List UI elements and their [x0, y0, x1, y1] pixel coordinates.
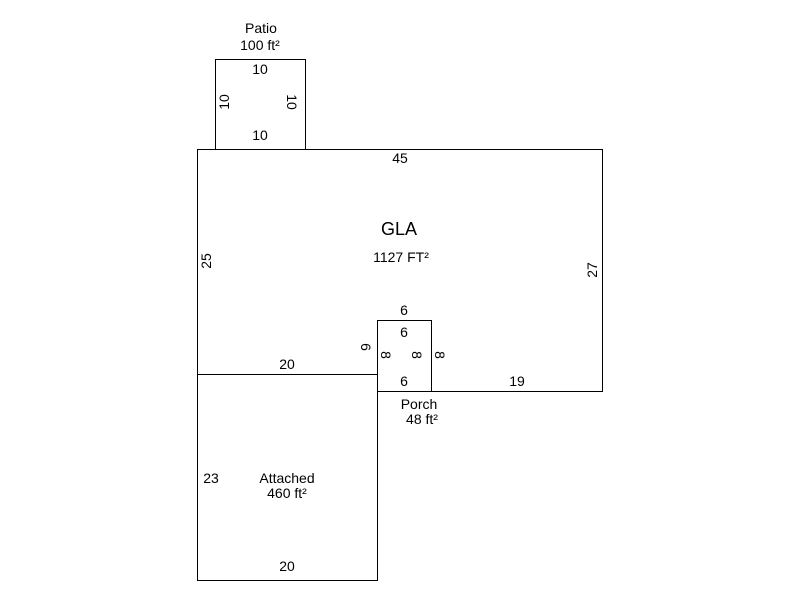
gla-right-dimension: 27 [584, 262, 600, 278]
patio-area-label: 100 ft² [240, 37, 280, 53]
porch-area-label: 48 ft² [406, 411, 438, 427]
attached-area[interactable] [197, 374, 378, 581]
patio-right-dimension: 10 [284, 94, 300, 110]
attached-left-dimension: 23 [203, 470, 219, 486]
patio-name-label: Patio [245, 20, 277, 36]
gla-notch-left-dimension: 6 [358, 343, 374, 351]
porch-right-dimension: 8 [409, 351, 425, 359]
patio-left-dimension: 10 [216, 94, 232, 110]
gla-name-label: GLA [381, 219, 417, 239]
patio-top-dimension: 10 [252, 61, 268, 77]
gla-top-dimension: 45 [392, 150, 408, 166]
gla-bottom-left-dimension: 20 [279, 356, 295, 372]
porch-outline [377, 320, 432, 392]
porch-bottom-dimension: 6 [400, 373, 408, 389]
porch-area[interactable] [377, 320, 432, 392]
gla-bottom-right-dimension: 19 [509, 373, 525, 389]
gla-left-dimension: 25 [198, 253, 214, 269]
attached-area-label: 460 ft² [267, 485, 307, 501]
gla-notch-right-dimension: 8 [432, 351, 448, 359]
attached-outline [197, 374, 378, 581]
porch-left-dimension: 8 [378, 351, 394, 359]
gla-area[interactable] [197, 149, 603, 392]
attached-name-label: Attached [259, 470, 314, 486]
attached-bottom-dimension: 20 [279, 558, 295, 574]
gla-outline [197, 149, 603, 392]
gla-area-label: 1127 FT² [373, 249, 429, 265]
porch-top-dimension: 6 [400, 324, 408, 340]
patio-bottom-dimension: 10 [252, 127, 268, 143]
porch-name-label: Porch [401, 396, 438, 412]
gla-notch-top-dimension: 6 [400, 302, 408, 318]
